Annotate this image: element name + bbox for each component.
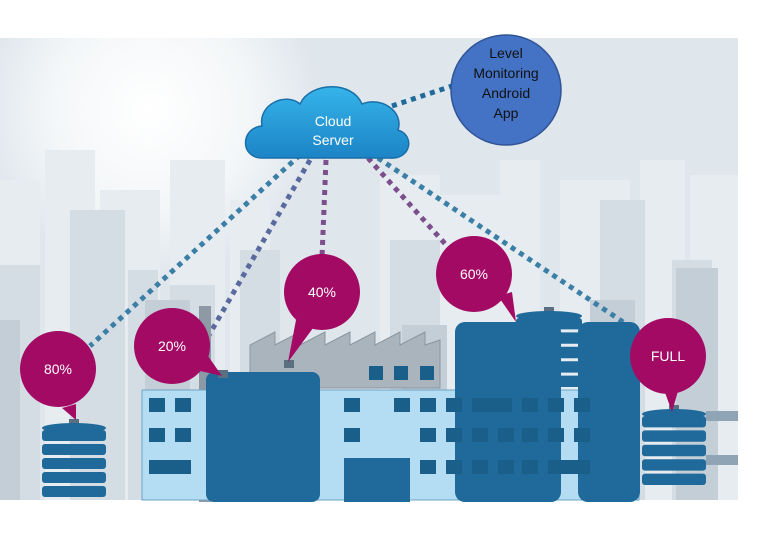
tank-ring (516, 361, 582, 373)
silo-right (578, 322, 640, 502)
cloud-label-line-2: Server (312, 132, 354, 148)
link-tank-5 (376, 155, 637, 333)
tank-ring (516, 375, 582, 387)
tank-ring (642, 416, 706, 428)
storage-tank-5 (642, 405, 706, 485)
app-label-line-2: Monitoring (473, 65, 538, 81)
link-tank-3 (319, 159, 329, 258)
cloud-shape (244, 86, 410, 159)
factory-windows (149, 366, 590, 474)
factory-tower (206, 372, 320, 502)
ground (0, 500, 738, 558)
level-label: 20% (158, 338, 186, 354)
app-circle (450, 34, 562, 146)
tank-ring (42, 472, 106, 483)
level-bubble-tank-4: 60% (436, 236, 516, 322)
tank-ring (642, 473, 706, 485)
tank-ring (516, 346, 582, 359)
app-label-line-1: Level (489, 45, 522, 61)
level-bubble-tank-5: FULL (630, 318, 706, 412)
level-bubble-tank-3: 40% (284, 254, 360, 362)
tank-ring (516, 332, 582, 344)
storage-tank-4 (516, 307, 582, 387)
level-label: 80% (44, 361, 72, 377)
tank-ring (642, 459, 706, 471)
bubble-shape (20, 331, 96, 407)
link-tank-1 (88, 153, 302, 348)
tank-ring (516, 318, 582, 330)
level-label: 40% (308, 284, 336, 300)
bubble-shape (630, 318, 706, 394)
bubble-shape (284, 254, 360, 330)
cloud-server: Cloud Server (244, 86, 410, 159)
right-margin (738, 38, 768, 558)
app-label-line-4: App (494, 105, 519, 121)
app-label-line-3: Android (482, 85, 530, 101)
sensor-tank-3 (284, 360, 294, 368)
level-bubble-tank-2: 20% (134, 308, 222, 384)
storage-tanks (42, 307, 706, 497)
bubble-shape (436, 236, 512, 312)
tank-ring (42, 430, 106, 441)
tank-ring (642, 430, 706, 442)
tank-ring (42, 486, 106, 497)
android-app: Level Monitoring Android App (450, 34, 562, 146)
tank-ring (42, 444, 106, 455)
sensors (218, 360, 294, 378)
tank-ring (42, 458, 106, 469)
storage-tank-1 (42, 419, 106, 497)
pipes (706, 411, 738, 465)
factory-door (344, 458, 410, 502)
bubble-shape (134, 308, 210, 384)
sensor-tank-2 (218, 370, 228, 378)
tank-ring (642, 444, 706, 457)
cloud-label-line-1: Cloud (315, 113, 352, 129)
level-label: FULL (651, 348, 685, 364)
link-app (391, 83, 453, 109)
level-label: 60% (460, 266, 488, 282)
level-bubble-tank-1: 80% (20, 331, 96, 420)
